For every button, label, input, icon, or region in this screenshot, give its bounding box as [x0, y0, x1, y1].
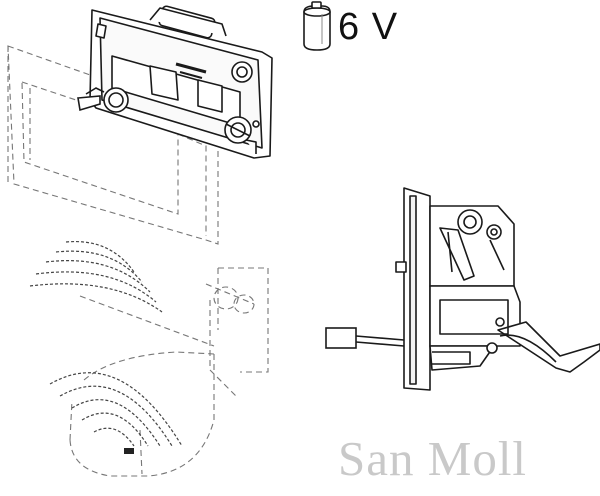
valve-cable	[325, 327, 405, 349]
watermark: San Moll	[338, 431, 528, 486]
flush-valve-icon	[395, 187, 600, 391]
sensor-waves-lower	[49, 372, 183, 447]
bowl-sensor-marker	[124, 448, 134, 454]
battery-icon	[303, 1, 331, 51]
module-knob-left	[77, 87, 129, 113]
module-knob-right	[224, 116, 260, 144]
battery-voltage-label: 6 V	[338, 6, 399, 48]
toilet-bowl-icon	[69, 267, 269, 477]
sensor-waves-upper	[29, 240, 163, 313]
